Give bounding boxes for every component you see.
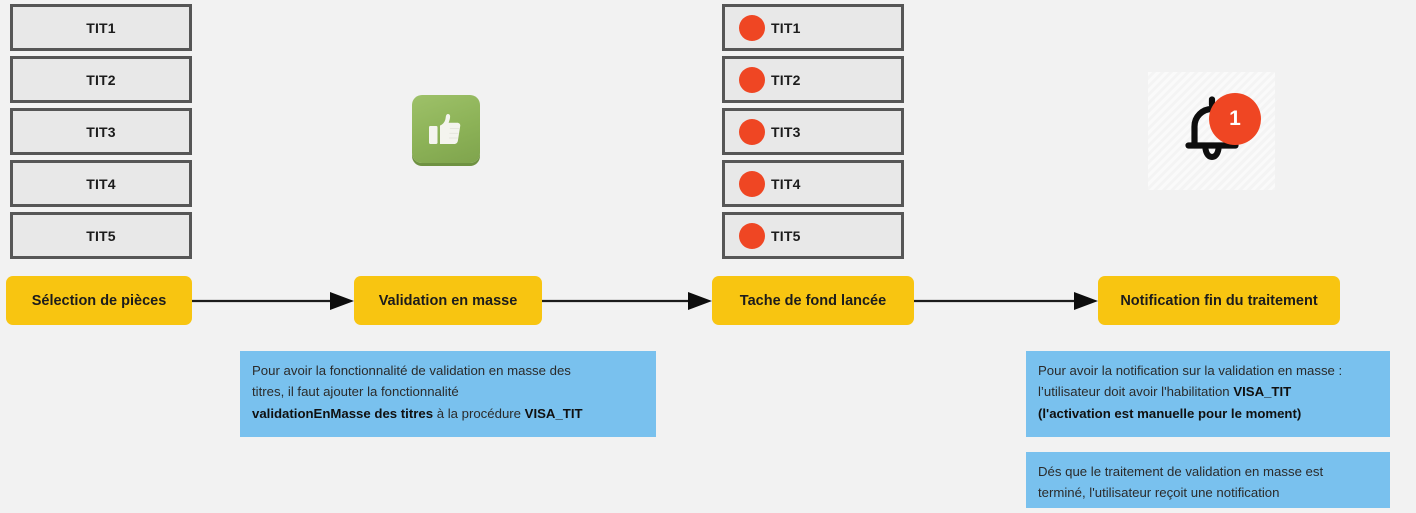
list-item[interactable]: TIT4	[10, 160, 192, 207]
note-line: validationEnMasse des titres à la procéd…	[252, 403, 644, 424]
bell-badge: 1	[1209, 93, 1261, 145]
list-item[interactable]: TIT1	[10, 4, 192, 51]
process-step-label: Notification fin du traitement	[1120, 292, 1318, 309]
flow-arrow-3	[914, 292, 1098, 310]
process-step-validation[interactable]: Validation en masse	[354, 276, 542, 325]
note-bold: VISA_TIT	[1233, 384, 1292, 400]
process-step-label: Validation en masse	[378, 292, 518, 309]
note-line: Pour avoir la notification sur la valida…	[1038, 363, 1343, 378]
process-step-background-task[interactable]: Tache de fond lancée	[712, 276, 914, 325]
list-item-label: TIT1	[86, 19, 116, 36]
process-step-notification[interactable]: Notification fin du traitement	[1098, 276, 1340, 325]
list-item[interactable]: TIT4	[722, 160, 904, 207]
note-validation-requirement: Pour avoir la fonctionnalité de validati…	[240, 351, 656, 437]
note-bold: (l'activation est manuelle pour le momen…	[1038, 405, 1302, 421]
process-step-selection[interactable]: Sélection de pièces	[6, 276, 192, 325]
note-mid: à la procédure	[433, 405, 525, 421]
list-item-label: TIT2	[86, 71, 116, 88]
process-step-label: Sélection de pièces	[31, 292, 167, 309]
note-bold-a: validationEnMasse des titres	[252, 405, 434, 421]
status-dot-red-icon	[739, 170, 765, 197]
list-item-label: TIT3	[86, 123, 116, 140]
bell-badge-count: 1	[1229, 107, 1241, 130]
list-item[interactable]: TIT3	[10, 108, 192, 155]
list-item[interactable]: TIT2	[722, 56, 904, 103]
list-item-label: TIT5	[771, 227, 801, 244]
note-line: terminé, l'utilisateur reçoit une notifi…	[1038, 485, 1280, 501]
note-line: l’utilisateur doit avoir l'habilitation …	[1038, 381, 1378, 402]
list-item[interactable]: TIT5	[10, 212, 192, 259]
list-item-label: TIT5	[86, 227, 116, 244]
note-line: titres, il faut ajouter la fonctionnalit…	[252, 384, 459, 400]
list-item[interactable]: TIT1	[722, 4, 904, 51]
list-item-label: TIT4	[86, 175, 116, 192]
status-dot-red-icon	[739, 66, 765, 93]
list-item-label: TIT1	[771, 19, 801, 36]
status-dot-red-icon	[739, 222, 765, 249]
note-line: (l'activation est manuelle pour le momen…	[1038, 403, 1378, 424]
list-item[interactable]: TIT5	[722, 212, 904, 259]
note-notification-result: Dés que le traitement de validation en m…	[1026, 452, 1390, 508]
list-item[interactable]: TIT3	[722, 108, 904, 155]
note-notification-requirement: Pour avoir la notification sur la valida…	[1026, 351, 1390, 437]
notification-bell-area: 1	[1148, 72, 1275, 190]
list-item-label: TIT2	[771, 71, 801, 88]
note-line: Dés que le traitement de validation en m…	[1038, 464, 1324, 479]
note-line: Pour avoir la fonctionnalité de validati…	[252, 363, 571, 378]
list-item[interactable]: TIT2	[10, 56, 192, 103]
status-dot-red-icon	[739, 14, 765, 41]
process-step-label: Tache de fond lancée	[739, 292, 887, 309]
list-item-label: TIT4	[771, 175, 801, 192]
note-bold-b: VISA_TIT	[524, 405, 583, 421]
flow-arrow-1	[192, 292, 354, 310]
list-item-label: TIT3	[771, 123, 801, 140]
thumbs-up-icon	[412, 95, 480, 163]
flow-arrow-2	[542, 292, 712, 310]
status-dot-red-icon	[739, 118, 765, 145]
note-plain: l’utilisateur doit avoir l'habilitation	[1038, 384, 1234, 400]
